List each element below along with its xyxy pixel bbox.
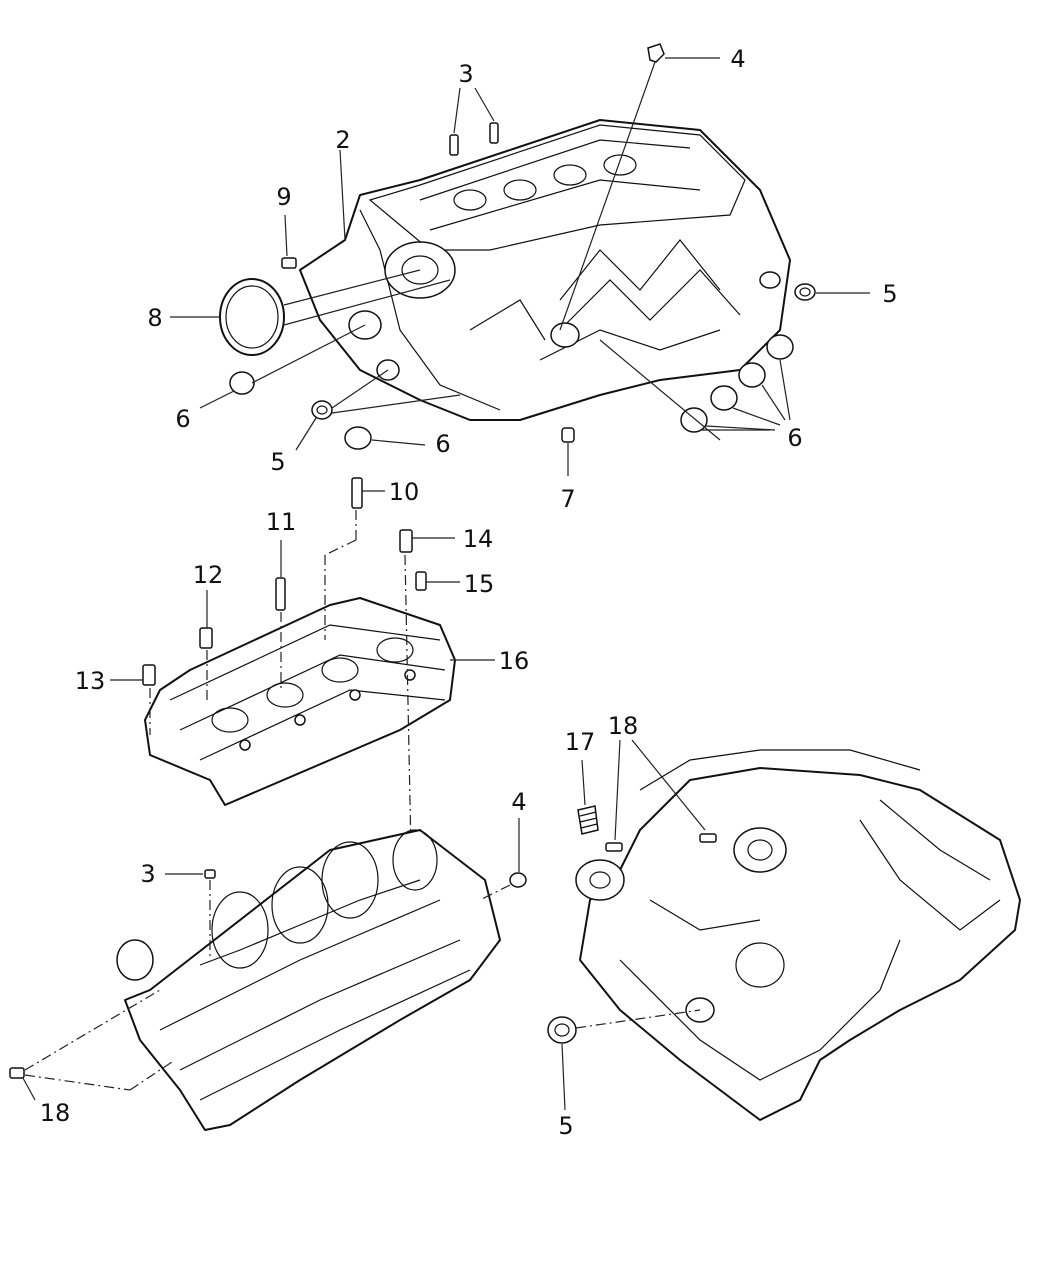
callout-7: 7	[560, 485, 575, 513]
bedplate-illustration	[144, 597, 456, 806]
callout-2: 2	[335, 126, 350, 154]
callout-10: 10	[389, 478, 420, 506]
callout-18-right: 18	[608, 712, 639, 740]
dowels-18-right	[605, 833, 717, 852]
pin-9	[281, 257, 297, 269]
seal-8	[219, 278, 285, 356]
plug-4-lower	[509, 872, 527, 888]
callout-labels: 2 3 4 5 5 6 6 6 6 7 8 9 10 11 12 13 14 1…	[40, 45, 898, 1140]
plug-5-right	[794, 283, 816, 301]
callout-18-left: 18	[40, 1099, 71, 1127]
callout-4-top: 4	[730, 45, 745, 73]
plug-4-top	[647, 43, 665, 63]
plug-5-lower	[547, 1016, 577, 1044]
leader-lines-top	[170, 57, 870, 476]
callout-3-top: 3	[458, 60, 473, 88]
callout-6-bottom: 6	[435, 430, 450, 458]
callout-5-left: 5	[270, 448, 285, 476]
leader-lines-bottom-left	[22, 818, 520, 1101]
callout-4-lower: 4	[511, 788, 526, 816]
callout-14: 14	[463, 525, 494, 553]
callout-12: 12	[193, 561, 224, 589]
callout-5-right: 5	[882, 280, 897, 308]
callout-13: 13	[75, 667, 106, 695]
engine-block-illustration	[299, 119, 791, 421]
sensor-17	[577, 805, 599, 835]
callout-16: 16	[499, 647, 530, 675]
plug-7	[561, 427, 575, 443]
expansion-plugs-6	[229, 334, 794, 450]
dowel-18-left	[9, 1067, 25, 1079]
plug-5-left	[311, 400, 333, 420]
callout-6-right-lower: 6	[787, 424, 802, 452]
dowel-pin-3-top	[449, 122, 499, 156]
callout-17: 17	[565, 728, 596, 756]
front-block-illustration	[575, 749, 1021, 1121]
callout-5-lower: 5	[558, 1112, 573, 1140]
callout-3-lower: 3	[140, 860, 155, 888]
callout-6-left: 6	[175, 405, 190, 433]
crankcase-illustration	[116, 829, 501, 1131]
leader-lines-bottom-right	[561, 739, 706, 1111]
callout-9: 9	[276, 183, 291, 211]
callout-8: 8	[147, 304, 162, 332]
bedplate-bolts	[142, 477, 427, 686]
callout-11: 11	[266, 508, 297, 536]
callout-15: 15	[464, 570, 495, 598]
